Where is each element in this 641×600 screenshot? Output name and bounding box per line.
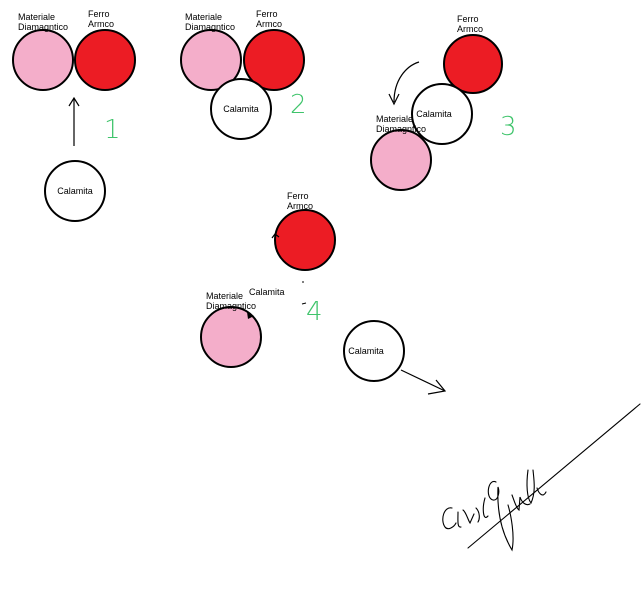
step-1-group: Materiale Diamagntico Ferro Armco Calami…: [12, 9, 136, 222]
iron-label-4-line2: Armco: [287, 201, 313, 211]
small-marker: [247, 312, 254, 319]
iron-disc-2: [243, 29, 305, 91]
diamagnetic-label-1-line2: Diamagntico: [18, 22, 68, 32]
iron-label-1-line2: Armco: [88, 19, 114, 29]
iron-disc-3: [443, 34, 503, 94]
arrow-right-icon: [400, 369, 447, 395]
step-number-4: 4: [306, 297, 323, 327]
diamagnetic-label-2-line2: Diamagntico: [185, 22, 235, 32]
diamagnetic-label-3-line2: Diamagntico: [376, 124, 426, 134]
diamagnetic-disc-3: [370, 129, 432, 191]
tick-mark: [271, 233, 280, 239]
curved-arrow-icon: [388, 61, 420, 106]
step-3-group: Ferro Armco Materiale Diamagntico Calami…: [370, 14, 517, 191]
arrow-up-icon: [68, 96, 80, 146]
diamagnetic-label-1-line1: Materiale: [18, 12, 55, 22]
step-4-group: Ferro Armco Materiale Diamagntico Calami…: [200, 191, 447, 395]
handwritten-signature: [442, 403, 641, 552]
step-number-3: 3: [500, 112, 517, 142]
step-2-group: Materiale Diamagntico Ferro Armco Calami…: [180, 9, 307, 140]
step-number-2: 2: [290, 90, 307, 120]
magnet-disc-3: [411, 83, 473, 145]
iron-label-1-line1: Ferro: [88, 9, 110, 19]
magnet-disc-1: [44, 160, 106, 222]
iron-label-3-line1: Ferro: [457, 14, 479, 24]
iron-label-2-line2: Armco: [256, 19, 282, 29]
magnet-label-2: Calamita: [223, 104, 259, 114]
diamagnetic-disc-1: [12, 29, 74, 91]
diamagnetic-label-4-line1: Materiale: [206, 291, 243, 301]
diamagnetic-label-2-line1: Materiale: [185, 12, 222, 22]
step-number-1: 1: [104, 115, 121, 145]
diamagnetic-label-4-line2: Diamagntico: [206, 301, 256, 311]
diamagnetic-disc-4: [200, 306, 262, 368]
iron-label-3-line2: Armco: [457, 24, 483, 34]
magnet-label-4: Calamita: [348, 346, 384, 356]
dash-mark: [301, 302, 307, 305]
diamagnetic-label-3-line1: Materiale: [376, 114, 413, 124]
magnet-disc-2: [210, 78, 272, 140]
magnet-label-3: Calamita: [416, 109, 452, 119]
magnet-label-4-floating: Calamita: [249, 287, 285, 297]
iron-disc-4: [274, 209, 336, 271]
magnet-disc-4: [343, 320, 405, 382]
magnet-label-1: Calamita: [57, 186, 93, 196]
diamagnetic-disc-2: [180, 29, 242, 91]
iron-label-2-line1: Ferro: [256, 9, 278, 19]
iron-disc-1: [74, 29, 136, 91]
iron-label-4-line1: Ferro: [287, 191, 309, 201]
